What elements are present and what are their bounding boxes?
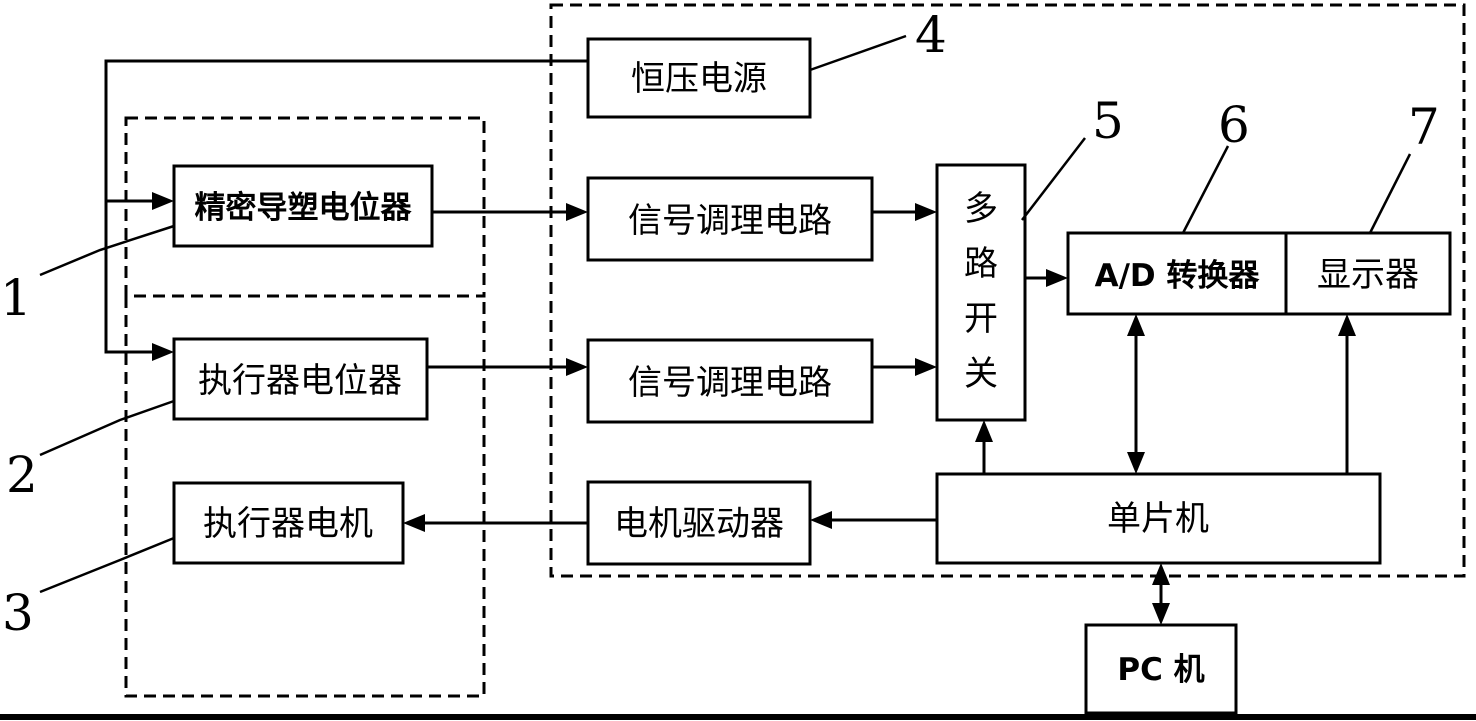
arrowhead <box>975 420 993 442</box>
power-supply-block: 恒压电源 <box>586 37 812 119</box>
callout-number-2: 2 <box>6 446 38 504</box>
callout-leader-7 <box>1368 153 1412 234</box>
callout-leader-4 <box>809 34 907 72</box>
pc-block: PC 机 <box>1084 623 1238 715</box>
arrowhead <box>810 511 832 529</box>
multiplexer-label-char-3: 开 <box>964 299 998 339</box>
display-block: 显示器 <box>1284 231 1452 316</box>
display-label: 显示器 <box>1317 255 1419 295</box>
actuator-potentiometer-block: 执行器电位器 <box>172 337 429 421</box>
callout-number-1: 1 <box>0 269 32 327</box>
callout-number-7: 7 <box>1408 98 1440 156</box>
signal-conditioning-block-2: 信号调理电路 <box>586 338 874 424</box>
motor-driver-label: 电机驱动器 <box>614 504 784 544</box>
arrowhead <box>152 343 174 361</box>
arrowhead <box>566 358 588 376</box>
signal-conditioning-block-1: 信号调理电路 <box>586 176 874 262</box>
actuator-motor-block: 执行器电机 <box>172 481 405 565</box>
arrowhead <box>1127 314 1145 336</box>
arrowhead <box>1046 269 1068 287</box>
signal-conditioning-label-2: 信号调理电路 <box>628 363 832 403</box>
motor-driver-block: 电机驱动器 <box>586 480 812 566</box>
callout-leader-3 <box>39 536 175 594</box>
power-line <box>104 59 588 354</box>
multiplexer-label-char-2: 路 <box>964 244 998 284</box>
callout-number-5: 5 <box>1092 92 1124 150</box>
callout-leader-5 <box>1021 137 1086 221</box>
controller-group-boundary <box>549 3 1466 578</box>
actuator-potentiometer-label: 执行器电位器 <box>198 361 402 401</box>
precision-potentiometer-block: 精密导塑电位器 <box>172 164 434 248</box>
arrowhead <box>915 358 937 376</box>
arrowhead <box>1127 452 1145 474</box>
arrowhead <box>403 514 425 532</box>
actuator-group-boundary <box>124 296 486 698</box>
multiplexer-label-char-4: 关 <box>964 354 998 394</box>
callout-number-4: 4 <box>915 6 947 64</box>
adc-block: A/D 转换器 <box>1066 231 1288 316</box>
actuator-motor-label: 执行器电机 <box>203 504 373 544</box>
arrowhead <box>152 192 174 210</box>
arrowhead <box>915 203 937 221</box>
callout-leader-1 <box>39 224 175 277</box>
signal-conditioning-label-1: 信号调理电路 <box>628 201 832 241</box>
callout-leader-6 <box>1181 145 1230 234</box>
mcu-label: 单片机 <box>1107 499 1209 539</box>
multiplexer-switch-block: 多 路 开 关 <box>935 163 1027 422</box>
multiplexer-label-char-1: 多 <box>964 189 998 229</box>
sensor-group-boundary <box>124 116 486 298</box>
adc-label: A/D 转换器 <box>1095 258 1261 294</box>
arrowhead <box>1152 603 1170 625</box>
callout-leader-2 <box>39 399 175 457</box>
power-supply-label: 恒压电源 <box>631 59 767 99</box>
callout-number-6: 6 <box>1218 96 1250 154</box>
mcu-block: 单片机 <box>935 472 1382 565</box>
callout-number-3: 3 <box>2 584 34 642</box>
precision-potentiometer-label: 精密导塑电位器 <box>195 190 413 226</box>
pc-label: PC 机 <box>1117 652 1204 688</box>
arrowhead <box>566 203 588 221</box>
arrowhead <box>1152 563 1170 585</box>
arrowhead <box>1338 314 1356 336</box>
